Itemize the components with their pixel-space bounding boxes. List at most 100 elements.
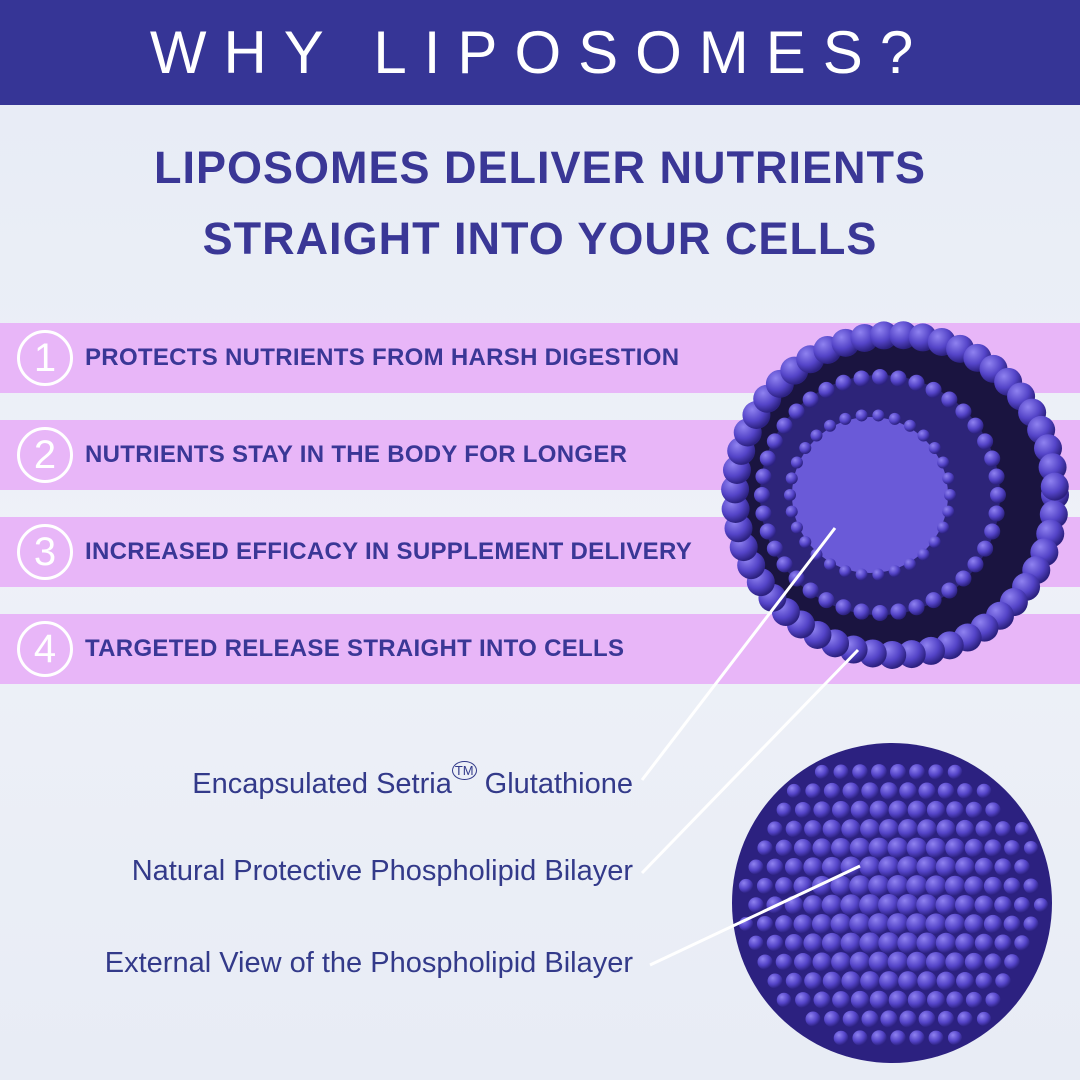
phospholipid-head xyxy=(868,837,890,859)
phospholipid-head xyxy=(928,1030,944,1046)
number-circle: 3 xyxy=(17,524,73,580)
phospholipid-head xyxy=(853,603,870,620)
phospholipid-head xyxy=(928,536,941,549)
phospholipid-head xyxy=(928,441,941,454)
benefit-text: INCREASED EFFICACY IN SUPPLEMENT DELIVER… xyxy=(85,538,693,565)
phospholipid-head xyxy=(888,565,901,578)
phospholipid-head xyxy=(841,819,861,839)
phospholipid-head xyxy=(859,856,881,878)
phospholipid-head xyxy=(994,896,1012,914)
phospholipid-head xyxy=(976,783,992,799)
phospholipid-head xyxy=(842,782,860,800)
phospholipid-head xyxy=(861,782,879,800)
phospholipid-head xyxy=(888,800,908,820)
phospholipid-head xyxy=(935,932,957,954)
phospholipid-head xyxy=(832,801,850,819)
phospholipid-head xyxy=(954,894,976,916)
phospholipid-head xyxy=(803,857,823,877)
phospholipid-head xyxy=(775,877,793,895)
phospholipid-head xyxy=(824,558,836,571)
phospholipid-head xyxy=(812,952,832,972)
phospholipid-head xyxy=(890,603,907,620)
phospholipid-head xyxy=(755,505,772,522)
phospholipid-head xyxy=(916,856,938,878)
phospholipid-head xyxy=(907,990,927,1010)
phospholipid-head xyxy=(941,582,958,599)
phospholipid-head xyxy=(898,971,918,991)
phospholipid-head xyxy=(812,838,832,858)
phospholipid-head xyxy=(784,489,796,501)
benefit-text: NUTRIENTS STAY IN THE BODY FOR LONGER xyxy=(85,441,628,468)
phospholipid-head xyxy=(849,837,871,859)
phospholipid-head xyxy=(775,953,793,971)
phospholipid-head xyxy=(916,894,938,916)
phospholipid-head xyxy=(784,933,804,953)
phospholipid-head xyxy=(835,599,852,616)
phospholipid-head xyxy=(942,472,955,485)
phospholipid-head xyxy=(906,951,928,973)
phospholipid-head xyxy=(776,992,792,1008)
phospholipid-head xyxy=(988,468,1005,485)
phospholipid-head xyxy=(957,783,973,799)
phospholipid-head xyxy=(925,875,947,897)
phospholipid-head xyxy=(757,954,773,970)
phospholipid-head xyxy=(897,932,919,954)
phospholipid-head xyxy=(754,487,770,503)
phospholipid-head xyxy=(832,991,850,1009)
phospholipid-head xyxy=(802,391,819,408)
phospholipid-head xyxy=(799,441,812,454)
phospholipid-head xyxy=(859,932,881,954)
phospholipid-head xyxy=(855,568,868,581)
phospholipid-head xyxy=(899,782,917,800)
phospholipid-head xyxy=(908,374,925,391)
phospholipid-head xyxy=(918,1010,936,1028)
phospholipid-head xyxy=(944,489,956,501)
phospholipid-head xyxy=(976,1011,992,1027)
benefit-text: PROTECTS NUTRIENTS FROM HARSH DIGESTION xyxy=(85,344,680,371)
phospholipid-head xyxy=(790,521,803,534)
phospholipid-head xyxy=(1014,821,1030,837)
phospholipid-head xyxy=(964,952,984,972)
phospholipid-head xyxy=(1004,954,1020,970)
phospholipid-head xyxy=(831,838,851,858)
phospholipid-head xyxy=(821,856,843,878)
phospholipid-head xyxy=(975,820,993,838)
phospholipid-head xyxy=(755,468,772,485)
phospholipid-head xyxy=(878,932,900,954)
phospholipid-head xyxy=(786,783,802,799)
phospholipid-head xyxy=(946,991,964,1009)
phospholipid-head xyxy=(855,409,868,422)
phospholipid-head xyxy=(908,599,925,616)
phospholipid-head xyxy=(811,913,833,935)
phospholipid-head xyxy=(1040,472,1069,501)
phospholipid-head xyxy=(890,1030,906,1046)
phospholipid-head xyxy=(945,838,965,858)
phospholipid-head xyxy=(775,839,793,857)
phospholipid-head xyxy=(821,894,843,916)
phospholipid-head xyxy=(928,764,944,780)
phospholipid-head xyxy=(869,990,889,1010)
phospholipid-head xyxy=(974,933,994,953)
phospholipid-head xyxy=(814,764,830,780)
phospholipid-head xyxy=(842,1010,860,1028)
phospholipid-head xyxy=(947,764,963,780)
phospholipid-head xyxy=(861,1010,879,1028)
phospholipid-head xyxy=(756,877,774,895)
phospholipid-head xyxy=(955,570,972,587)
phospholipid-head xyxy=(767,973,783,989)
phospholipid-head xyxy=(984,953,1002,971)
phospholipid-head xyxy=(965,801,983,819)
phospholipid-head xyxy=(944,913,966,935)
label-external-view: External View of the Phospholipid Bilaye… xyxy=(104,947,633,979)
phospholipid-head xyxy=(804,972,822,990)
phospholipid-head xyxy=(907,800,927,820)
phospholipid-head xyxy=(794,953,812,971)
phospholipid-head xyxy=(766,540,783,557)
phospholipid-head xyxy=(766,858,784,876)
phospholipid-head xyxy=(1033,897,1049,913)
phospholipid-head xyxy=(984,523,1001,540)
phospholipid-head xyxy=(990,487,1006,503)
phospholipid-head xyxy=(890,764,906,780)
phospholipid-head xyxy=(918,782,936,800)
